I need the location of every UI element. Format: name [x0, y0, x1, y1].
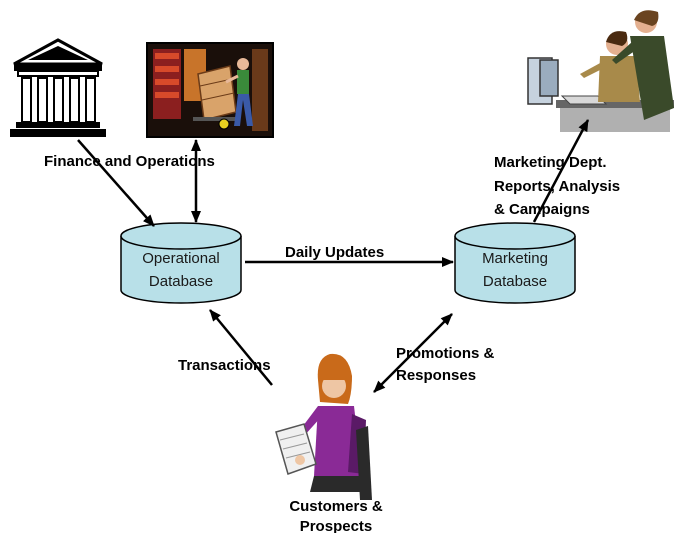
- marketing-dept-label-line3: & Campaigns: [494, 201, 590, 218]
- customers-label-line2: Prospects: [300, 518, 373, 533]
- office-workers-computer-icon: [526, 10, 676, 134]
- operational-database: Operational Database: [120, 222, 242, 304]
- transactions-label: Transactions: [178, 357, 271, 374]
- operational-database-label-line2: Database: [149, 273, 213, 290]
- warehouse-worker-icon: [146, 42, 274, 138]
- operational-database-label-line1: Operational: [142, 250, 220, 267]
- finance-operations-label: Finance and Operations: [44, 153, 215, 170]
- bank-building-icon: [10, 38, 106, 137]
- marketing-dept-label-line2: Reports, Analysis: [494, 178, 620, 195]
- marketing-database: Marketing Database: [454, 222, 576, 304]
- marketing-database-label-line1: Marketing: [482, 250, 548, 267]
- arrow-marketing-db-to-marketing-dept: [532, 119, 590, 223]
- promotions-label-line1: Promotions &: [396, 345, 495, 362]
- marketing-database-label-line2: Database: [483, 273, 547, 290]
- arrow-finance-to-operational-db: [77, 139, 155, 227]
- woman-reading-document-icon: [275, 353, 372, 500]
- daily-updates-label: Daily Updates: [285, 244, 384, 261]
- marketing-dept-label-line1: Marketing Dept.: [494, 154, 607, 171]
- arrow-customers-to-operational-db: [209, 309, 273, 386]
- promotions-label-line2: Responses: [396, 367, 476, 384]
- arrow-promotions-responses: [373, 313, 453, 393]
- customers-label-line1: Customers &: [289, 498, 383, 515]
